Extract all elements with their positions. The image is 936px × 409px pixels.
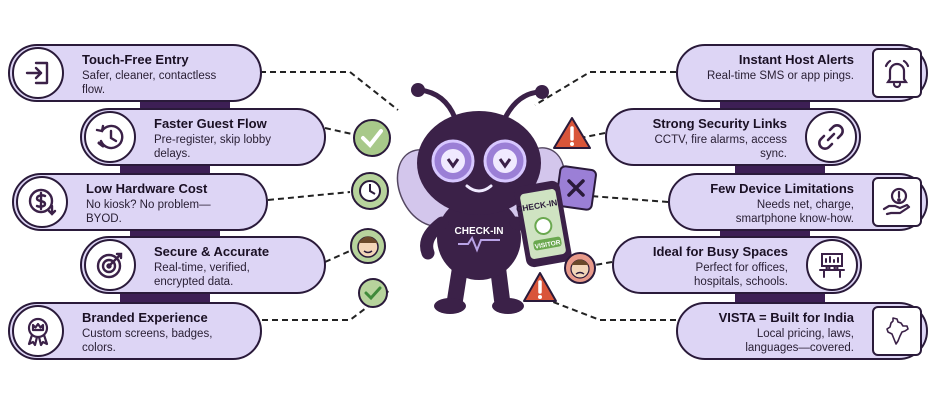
office-desk-icon bbox=[806, 239, 858, 291]
card-title: Ideal for Busy Spaces bbox=[652, 244, 788, 259]
card-title: Touch-Free Entry bbox=[82, 52, 189, 67]
card-desc-line: Safer, cleaner, contactless bbox=[82, 70, 217, 82]
connector-left-4 bbox=[324, 249, 353, 263]
card-touch-free-entry: Touch-Free Entry Safer, cleaner, contact… bbox=[8, 44, 262, 102]
alert-triangle-icon bbox=[553, 117, 591, 149]
card-desc-line: sync. bbox=[760, 148, 787, 160]
door-enter-icon bbox=[12, 47, 64, 99]
target-icon bbox=[84, 239, 136, 291]
card-title: Secure & Accurate bbox=[154, 244, 270, 259]
card-vista-built-for-india: VISTA = Built for India Local pricing, l… bbox=[676, 302, 928, 360]
badge-crown-icon bbox=[12, 305, 64, 357]
mascot-chest-label: CHECK-IN bbox=[455, 226, 504, 237]
card-desc-line: No kiosk? No problem— bbox=[86, 199, 211, 211]
card-desc-line: Needs net, charge, bbox=[756, 199, 854, 211]
connector-right-5 bbox=[547, 299, 676, 321]
smiling-face-icon bbox=[350, 228, 386, 264]
small-check-icon bbox=[358, 278, 388, 308]
card-title: Faster Guest Flow bbox=[154, 116, 267, 131]
card-desc: Safer, cleaner, contactless flow. bbox=[82, 69, 216, 97]
hand-warning-icon bbox=[872, 177, 922, 227]
card-faster-guest-flow: Faster Guest Flow Pre-register, skip lob… bbox=[80, 108, 326, 166]
card-strong-security-links: Strong Security Links CCTV, fire alarms,… bbox=[605, 108, 861, 166]
sad-face-icon bbox=[564, 252, 596, 284]
card-desc: CCTV, fire alarms, access sync. bbox=[655, 133, 788, 161]
card-title: Strong Security Links bbox=[652, 116, 787, 131]
card-title: Instant Host Alerts bbox=[738, 52, 854, 67]
card-few-device-limitations: Few Device Limitations Needs net, charge… bbox=[668, 173, 928, 231]
connector-left-3 bbox=[267, 191, 351, 201]
card-desc-line: hospitals, schools. bbox=[694, 276, 788, 288]
card-desc-line: BYOD. bbox=[86, 213, 122, 225]
connector-right-4 bbox=[594, 261, 613, 266]
card-title: Few Device Limitations bbox=[710, 181, 854, 196]
card-desc-line: flow. bbox=[82, 84, 106, 96]
india-map-icon bbox=[872, 306, 922, 356]
card-desc-line: Real-time SMS or app pings. bbox=[706, 70, 854, 82]
card-desc: Custom screens, badges, colors. bbox=[82, 327, 212, 355]
card-desc-line: languages—covered. bbox=[745, 342, 854, 354]
card-desc-line: Custom screens, badges, bbox=[82, 328, 213, 340]
card-instant-host-alerts: Instant Host Alerts Real-time SMS or app… bbox=[676, 44, 928, 102]
phone-badge: VISITOR bbox=[534, 239, 561, 250]
phone-checkin-icon: CHECK-IN VISITOR bbox=[514, 180, 572, 268]
card-desc-line: smartphone know-how. bbox=[735, 213, 854, 225]
connector-right-1 bbox=[534, 71, 676, 106]
card-title: Branded Experience bbox=[82, 310, 208, 325]
bee-mascot: CHECK-IN CHECK-IN VISITOR bbox=[350, 83, 597, 314]
card-desc-line: colors. bbox=[82, 342, 116, 354]
card-title: VISTA = Built for India bbox=[718, 310, 854, 325]
link-icon bbox=[805, 111, 857, 163]
card-desc-line: Real-time, verified, bbox=[154, 262, 250, 274]
card-desc-line: Perfect for offices, bbox=[695, 262, 788, 274]
card-desc: Perfect for offices, hospitals, schools. bbox=[694, 261, 788, 289]
connector-left-1 bbox=[260, 71, 399, 111]
bell-icon bbox=[872, 48, 922, 98]
card-desc-line: Pre-register, skip lobby bbox=[154, 134, 271, 146]
card-low-hardware-cost: Low Hardware Cost No kiosk? No problem— … bbox=[12, 173, 268, 231]
card-desc: No kiosk? No problem— BYOD. bbox=[86, 198, 211, 226]
card-desc: Needs net, charge, smartphone know-how. bbox=[736, 198, 854, 226]
card-desc-line: encrypted data. bbox=[154, 276, 234, 288]
card-desc-line: delays. bbox=[154, 148, 191, 160]
card-branded-experience: Branded Experience Custom screens, badge… bbox=[8, 302, 262, 360]
card-desc: Local pricing, laws, languages—covered. bbox=[745, 327, 854, 355]
connector-right-3 bbox=[589, 195, 669, 203]
card-desc-line: Local pricing, laws, bbox=[756, 328, 854, 340]
clock-fast-icon bbox=[84, 111, 136, 163]
connector-left-2 bbox=[324, 127, 353, 135]
card-desc: Real-time SMS or app pings. bbox=[707, 69, 854, 83]
card-ideal-busy-spaces: Ideal for Busy Spaces Perfect for office… bbox=[612, 236, 862, 294]
card-desc-line: CCTV, fire alarms, access bbox=[654, 134, 788, 146]
card-title: Low Hardware Cost bbox=[86, 181, 208, 196]
card-secure-accurate: Secure & Accurate Real-time, verified, e… bbox=[80, 236, 326, 294]
clock-circle-icon bbox=[351, 172, 389, 210]
alert-triangle-small-icon bbox=[523, 272, 557, 302]
check-circle-icon bbox=[353, 119, 391, 157]
card-desc: Real-time, verified, encrypted data. bbox=[154, 261, 250, 289]
dollar-down-icon bbox=[16, 176, 68, 228]
card-desc: Pre-register, skip lobby delays. bbox=[154, 133, 271, 161]
